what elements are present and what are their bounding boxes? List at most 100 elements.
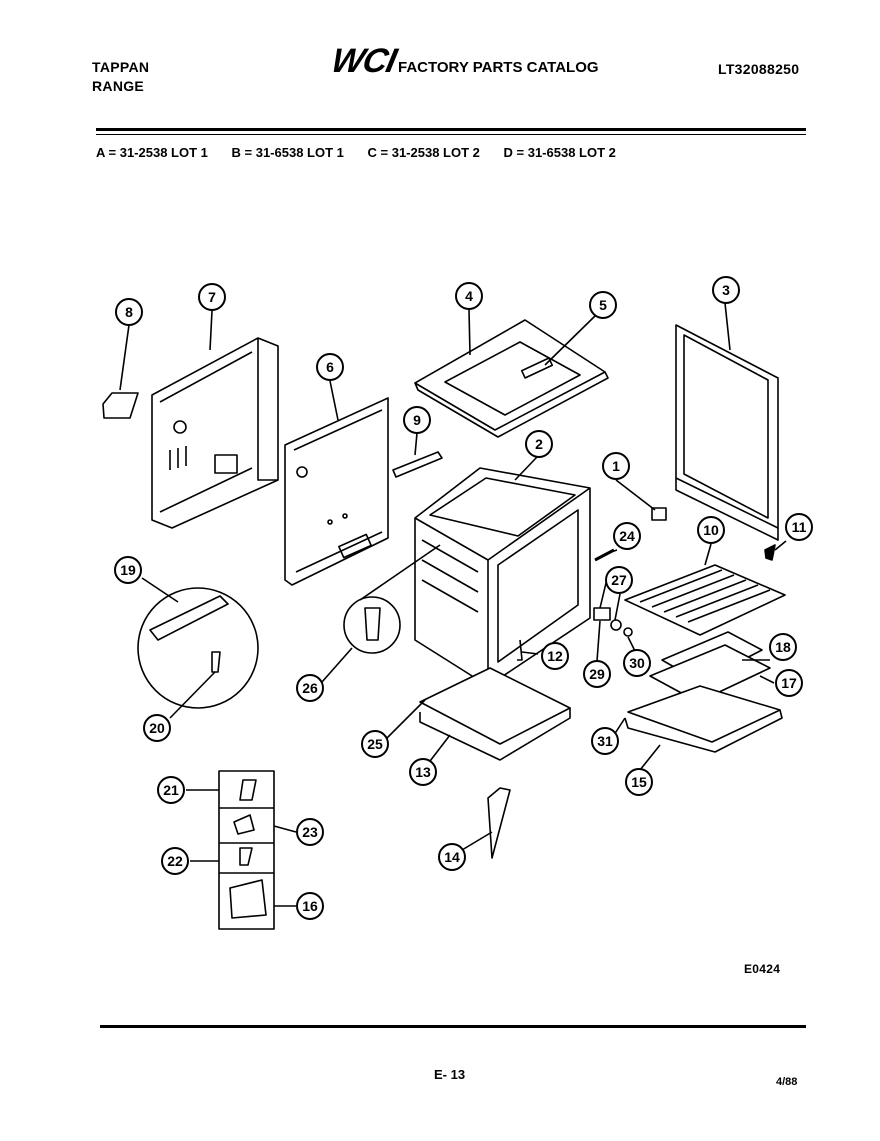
callout-4: 4	[455, 282, 483, 310]
part-2-drawing	[414, 467, 591, 687]
lot-b: B = 31-6538 LOT 1	[231, 145, 344, 160]
callout-17: 17	[775, 669, 803, 697]
part-1-drawing	[651, 507, 667, 521]
callout-15: 15	[625, 768, 653, 796]
svg-text:17: 17	[781, 675, 797, 691]
part-14-drawing	[487, 787, 511, 859]
callout-10: 10	[697, 516, 725, 544]
svg-text:21: 21	[163, 782, 179, 798]
svg-text:1: 1	[612, 458, 620, 474]
part-16-drawing	[229, 879, 267, 919]
svg-text:30: 30	[629, 655, 645, 671]
part-11-drawing	[764, 544, 776, 561]
callout-21: 21	[157, 776, 185, 804]
callout-5: 5	[589, 291, 617, 319]
part-8-drawing	[102, 392, 139, 419]
callout-22: 22	[161, 847, 189, 875]
callout-11: 11	[785, 513, 813, 541]
svg-text:9: 9	[413, 412, 421, 428]
callout-18: 18	[769, 633, 797, 661]
callout-1: 1	[602, 452, 630, 480]
callout-3: 3	[712, 276, 740, 304]
revision-date: 4/88	[776, 1076, 798, 1088]
callout-24: 24	[613, 522, 641, 550]
svg-text:27: 27	[611, 572, 627, 588]
part-13-drawing	[419, 708, 571, 761]
svg-text:8: 8	[125, 304, 133, 320]
svg-text:14: 14	[444, 849, 460, 865]
brand-line-2: RANGE	[92, 78, 145, 94]
callout-14: 14	[438, 843, 466, 871]
callouts: 8 7 6 9 4 5 3 2 1 10 11 24 27 19 26 12 2…	[114, 276, 813, 920]
svg-text:13: 13	[415, 764, 431, 780]
svg-text:25: 25	[367, 736, 383, 752]
svg-text:20: 20	[149, 720, 165, 736]
svg-text:10: 10	[703, 522, 719, 538]
svg-text:19: 19	[120, 562, 136, 578]
svg-text:31: 31	[597, 733, 613, 749]
callout-16: 16	[296, 892, 324, 920]
svg-text:22: 22	[167, 853, 183, 869]
callout-23: 23	[296, 818, 324, 846]
lot-c: C = 31-2538 LOT 2	[367, 145, 480, 160]
svg-text:6: 6	[326, 359, 334, 375]
callout-2: 2	[525, 430, 553, 458]
header-rule-thin	[96, 134, 806, 135]
part-6-drawing	[284, 397, 389, 586]
svg-text:11: 11	[792, 519, 807, 535]
callout-27: 27	[605, 566, 633, 594]
svg-text:16: 16	[302, 898, 318, 914]
callout-7: 7	[198, 283, 226, 311]
svg-text:24: 24	[619, 528, 635, 544]
part-20-drawing	[211, 651, 221, 673]
catalog-title: FACTORY PARTS CATALOG	[398, 59, 599, 76]
svg-text:2: 2	[535, 436, 543, 452]
part-10-drawing	[624, 564, 786, 636]
lot-d: D = 31-6538 LOT 2	[503, 145, 616, 160]
part-19-detail-circle	[137, 587, 259, 709]
callout-12: 12	[541, 642, 569, 670]
svg-text:26: 26	[302, 680, 318, 696]
callout-9: 9	[403, 406, 431, 434]
part-3-drawing	[675, 324, 779, 541]
header-rule-thick	[96, 128, 806, 131]
svg-text:12: 12	[547, 648, 563, 664]
figure-code: E0424	[744, 962, 781, 976]
svg-text:18: 18	[775, 639, 791, 655]
callout-19: 19	[114, 556, 142, 584]
svg-text:4: 4	[465, 288, 473, 304]
callout-31: 31	[591, 727, 619, 755]
svg-text:29: 29	[589, 666, 605, 682]
callout-30: 30	[623, 649, 651, 677]
model-number: LT32088250	[718, 61, 800, 77]
svg-text:3: 3	[722, 282, 730, 298]
part-4-drawing	[414, 319, 609, 438]
part-15-drawing	[624, 709, 783, 753]
lot-a: A = 31-2538 LOT 1	[96, 145, 208, 160]
part-7-drawing	[151, 337, 279, 529]
part-21-drawing	[239, 779, 257, 801]
callout-20: 20	[143, 714, 171, 742]
part-23-drawing	[233, 814, 255, 835]
callout-13: 13	[409, 758, 437, 786]
callout-26: 26	[296, 674, 324, 702]
callout-25: 25	[361, 730, 389, 758]
page-number: E- 13	[434, 1067, 466, 1082]
svg-text:15: 15	[631, 774, 647, 790]
svg-text:23: 23	[302, 824, 318, 840]
part-30-drawing	[623, 627, 633, 637]
svg-text:7: 7	[208, 289, 216, 305]
part-22-drawing	[239, 847, 253, 866]
footer-rule	[100, 1025, 806, 1028]
callout-6: 6	[316, 353, 344, 381]
part-29-drawing	[593, 607, 611, 621]
svg-text:5: 5	[599, 297, 607, 313]
callout-8: 8	[115, 298, 143, 326]
part-19-drawing	[149, 595, 229, 641]
lot-legend: A = 31-2538 LOT 1 B = 31-6538 LOT 1 C = …	[96, 145, 636, 160]
brand-line-1: TAPPAN	[92, 59, 150, 75]
part-5-drawing	[520, 357, 554, 379]
part-27-drawing	[610, 619, 622, 631]
callout-29: 29	[583, 660, 611, 688]
